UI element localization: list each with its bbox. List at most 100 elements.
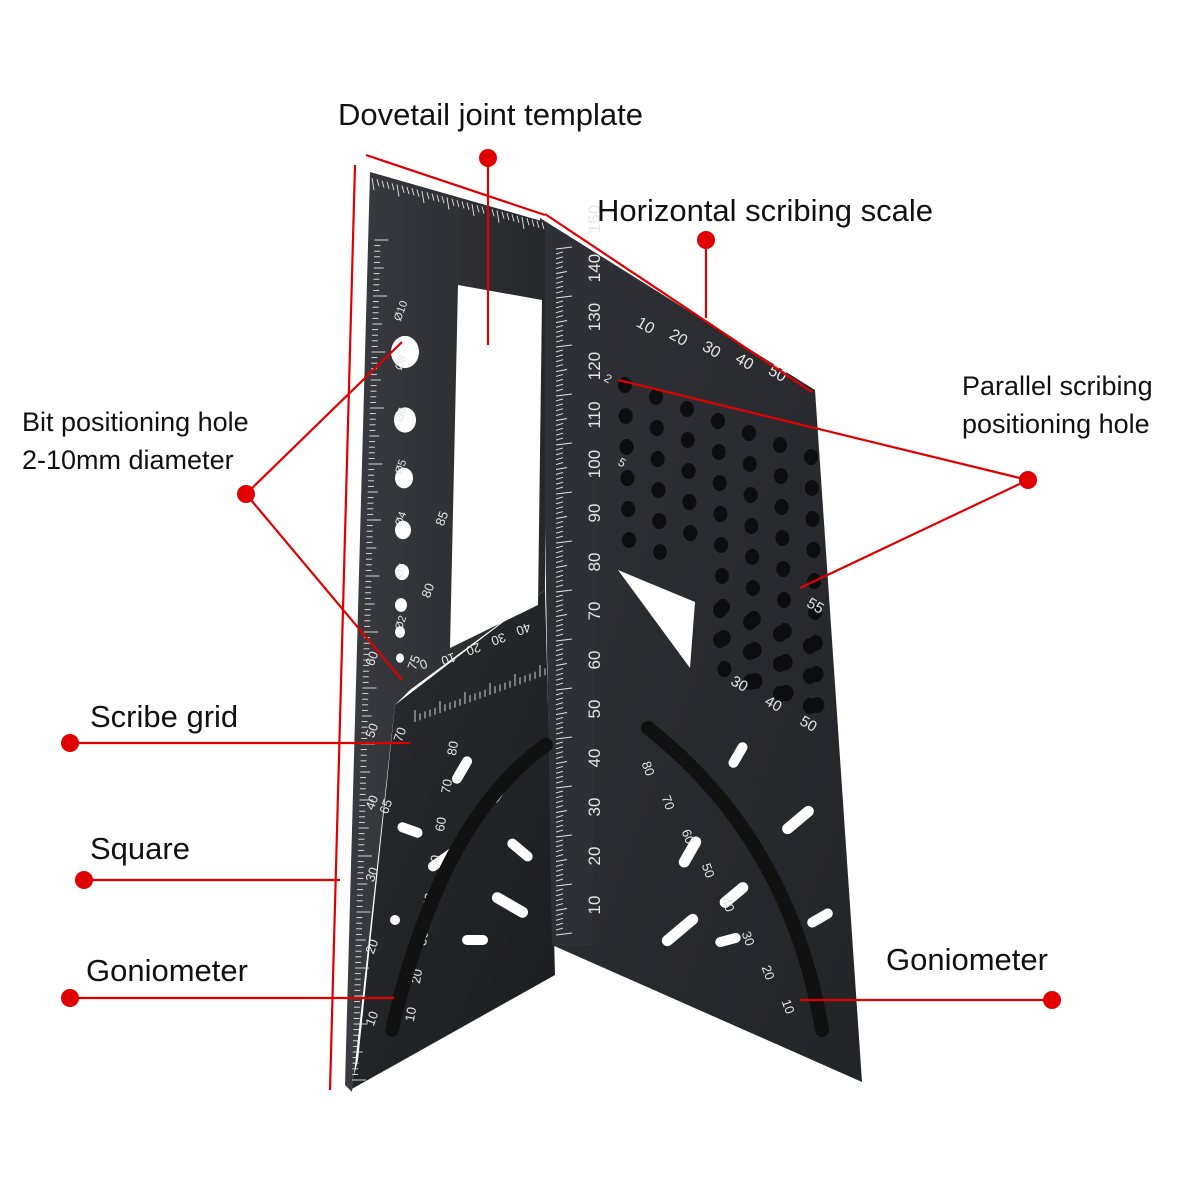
positioning-hole bbox=[804, 480, 819, 496]
positioning-hole bbox=[619, 439, 634, 455]
vertical-scale-number: 150 bbox=[585, 205, 604, 233]
scale-tick bbox=[426, 192, 430, 200]
left-side-number: 40 bbox=[362, 793, 381, 812]
scale-tick bbox=[555, 275, 564, 279]
scale-tick bbox=[555, 565, 568, 568]
positioning-hole bbox=[683, 525, 698, 541]
scale-tick bbox=[555, 530, 564, 534]
callout-goniometer-right: Goniometer bbox=[886, 942, 1048, 977]
positioning-hole bbox=[805, 511, 820, 527]
callout-square: Square bbox=[90, 831, 190, 866]
scale-tick bbox=[555, 692, 564, 696]
slot bbox=[491, 892, 529, 918]
scale-tick bbox=[555, 633, 564, 637]
left-side-number: 85 bbox=[432, 509, 451, 528]
scale-tick bbox=[555, 775, 564, 779]
callout-lines bbox=[70, 153, 1052, 1091]
hole-size-label: Ø2 bbox=[393, 614, 409, 632]
scale-tick bbox=[555, 736, 573, 740]
scale-tick bbox=[555, 364, 564, 368]
positioning-hole bbox=[711, 413, 725, 429]
positioning-hole bbox=[773, 626, 787, 642]
scale-tick bbox=[555, 427, 564, 431]
grid-top-number: 50 bbox=[765, 362, 789, 386]
left-side-number: 65 bbox=[376, 797, 395, 816]
square-web-panel bbox=[350, 590, 555, 1090]
scale-tick bbox=[555, 712, 568, 715]
scale-tick bbox=[555, 839, 564, 843]
scale-tick bbox=[555, 677, 564, 681]
bit-hole bbox=[395, 563, 409, 581]
positioning-hole bbox=[773, 686, 787, 702]
positioning-hole bbox=[618, 408, 633, 424]
scale-tick bbox=[555, 716, 564, 720]
bit-hole bbox=[394, 407, 416, 433]
scale-tick bbox=[555, 648, 564, 652]
grid-top-number: 20 bbox=[666, 326, 690, 350]
scale-tick bbox=[555, 672, 564, 676]
scale-tick bbox=[516, 215, 520, 223]
vertical-scale-number: 100 bbox=[585, 450, 604, 478]
vertical-scale-number: 10 bbox=[585, 896, 604, 915]
vertical-scale-number: 130 bbox=[585, 303, 604, 331]
scale-tick bbox=[451, 198, 455, 206]
goniometer-right-number: 20 bbox=[759, 963, 778, 982]
slot bbox=[390, 915, 400, 925]
positioning-hole bbox=[803, 668, 817, 684]
left-side-number: 75 bbox=[404, 653, 423, 672]
goniometer-right-number: 70 bbox=[659, 793, 678, 812]
positioning-hole bbox=[621, 501, 636, 517]
scale-tick bbox=[421, 190, 425, 204]
positioning-hole bbox=[743, 674, 757, 690]
scale-tick bbox=[555, 403, 564, 407]
scale-tick bbox=[555, 589, 573, 593]
inner-scale-number: 10 bbox=[439, 650, 458, 669]
positioning-hole bbox=[714, 537, 729, 553]
bit-hole bbox=[395, 598, 407, 612]
callout-parallel-scribing-hole: Parallel scribing positioning hole bbox=[962, 368, 1153, 444]
scale-tick bbox=[501, 211, 505, 219]
dovetail-window bbox=[450, 285, 542, 648]
scale-tick bbox=[555, 354, 564, 358]
callout-bit-positioning-hole: Bit positioning hole 2-10mm diameter bbox=[22, 404, 249, 480]
positioning-hole bbox=[803, 638, 817, 654]
left-side-number: 20 bbox=[362, 937, 381, 956]
triangle-cutout bbox=[618, 570, 695, 668]
scale-tick bbox=[411, 188, 415, 196]
hole-size-label: Ø4 bbox=[393, 510, 409, 528]
scale-tick bbox=[406, 186, 410, 195]
scale-tick bbox=[555, 770, 564, 774]
slot-opening bbox=[397, 822, 423, 838]
slot-opening bbox=[715, 932, 741, 948]
goniometer-right-number: 10 bbox=[779, 997, 798, 1016]
positioning-hole bbox=[682, 494, 697, 510]
scale-tick bbox=[401, 185, 405, 193]
scale-tick bbox=[506, 212, 510, 221]
positioning-hole bbox=[773, 656, 787, 672]
scale-tick bbox=[555, 501, 564, 505]
scale-tick bbox=[555, 422, 564, 426]
scale-tick bbox=[555, 756, 564, 760]
scale-tick bbox=[386, 181, 390, 190]
scale-tick bbox=[555, 496, 564, 500]
scale-tick bbox=[555, 339, 564, 343]
left-side-number: 30 bbox=[362, 865, 381, 884]
goniometer-right-number: 60 bbox=[679, 827, 698, 846]
slot bbox=[715, 932, 741, 948]
scale-tick bbox=[471, 203, 475, 217]
positioning-hole bbox=[776, 561, 791, 577]
scale-tick bbox=[555, 506, 564, 510]
scale-tick bbox=[555, 476, 564, 480]
positioning-hole bbox=[804, 449, 818, 465]
scale-tick bbox=[555, 349, 564, 353]
scale-tick bbox=[555, 682, 564, 686]
scale-tick bbox=[555, 344, 573, 348]
inner-scale-number: 40 bbox=[514, 620, 533, 639]
scale-tick bbox=[446, 197, 450, 210]
positioning-hole bbox=[773, 468, 788, 484]
positioning-hole bbox=[652, 513, 667, 529]
positioning-hole bbox=[680, 432, 695, 448]
scale-tick bbox=[555, 687, 573, 691]
